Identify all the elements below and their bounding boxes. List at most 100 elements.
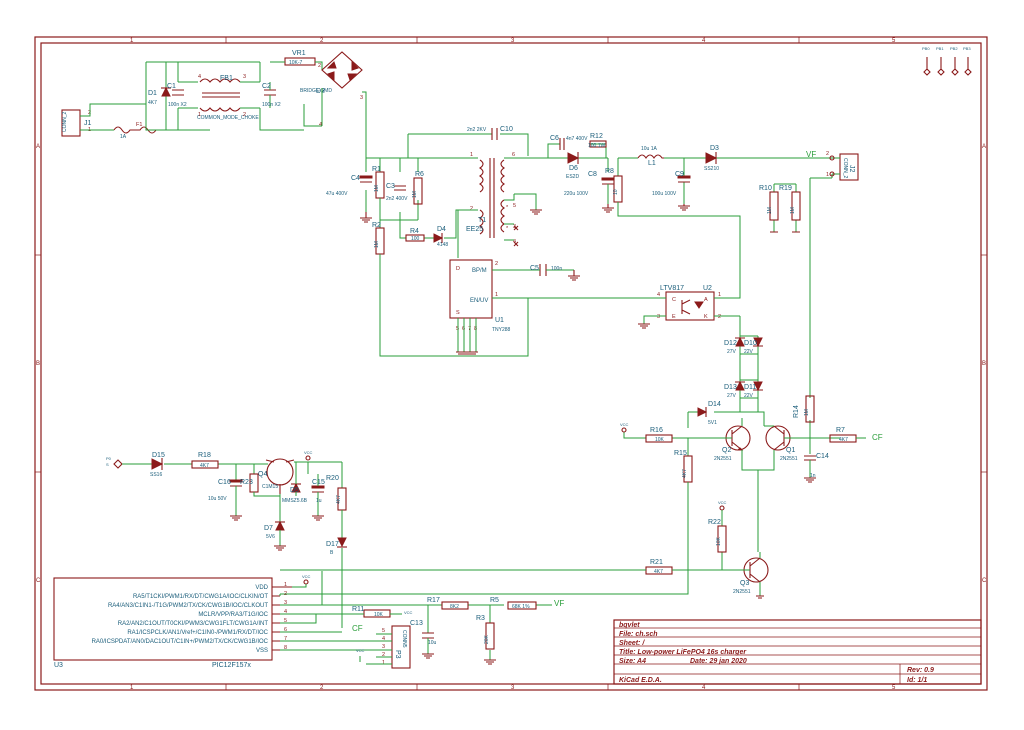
svg-text:U1: U1 <box>495 317 504 324</box>
svg-text:27V: 27V <box>727 349 737 355</box>
svg-text:2: 2 <box>382 652 385 658</box>
svg-text:3: 3 <box>360 95 363 101</box>
svg-text:CONN_2: CONN_2 <box>842 158 848 179</box>
svg-text:D12: D12 <box>724 340 737 347</box>
svg-text:Q2: Q2 <box>722 447 731 454</box>
svg-text:4n7 400V: 4n7 400V <box>566 136 588 142</box>
tb-date: Date: 29 jan 2020 <box>690 658 747 665</box>
svg-text:EE25: EE25 <box>466 226 483 233</box>
svg-text:BRIDGE-SMD: BRIDGE-SMD <box>300 88 332 94</box>
svg-text:4: 4 <box>657 292 660 298</box>
tb-sheet: Sheet: / <box>619 640 645 647</box>
svg-text:22V: 22V <box>744 393 754 399</box>
svg-text:C5: C5 <box>530 265 539 272</box>
svg-text:P3: P3 <box>394 650 401 659</box>
svg-text:C13: C13 <box>410 620 423 627</box>
svg-text:1n: 1n <box>810 473 816 479</box>
svg-text:2: 2 <box>284 591 287 597</box>
secondary-section: C6 4n7 400V R12 100 1W D6 ES2D C8 220u 1… <box>547 133 859 398</box>
svg-text:4: 4 <box>319 122 322 128</box>
svg-text:C3: C3 <box>386 183 395 190</box>
tb-size: Size: A4 <box>619 658 646 665</box>
col-label-3b: 3 <box>511 685 515 691</box>
svg-text:C10: C10 <box>500 126 513 133</box>
svg-text:F1: F1 <box>136 122 142 128</box>
col-label-5: 5 <box>892 38 896 44</box>
svg-text:D3: D3 <box>710 145 719 152</box>
tb-title: Title: Low-power LiFePO4 16s charger <box>619 649 747 656</box>
svg-text:1M: 1M <box>804 409 810 416</box>
col-label-3: 3 <box>511 38 515 44</box>
svg-text:PB0: PB0 <box>922 46 930 51</box>
mcu-body <box>53 577 273 661</box>
svg-text:J2: J2 <box>848 165 855 173</box>
svg-text:220u 100V: 220u 100V <box>564 191 589 197</box>
svg-text:4: 4 <box>284 609 287 615</box>
mcu-section: U3 PIC12F157x VDD RA5/T1CKI/PWM1/RX/DT/C… <box>53 571 564 669</box>
svg-text:5V6: 5V6 <box>266 534 275 540</box>
svg-text:VF: VF <box>554 599 564 608</box>
svg-text:R18: R18 <box>198 452 211 459</box>
svg-text:VR1: VR1 <box>292 50 306 57</box>
svg-text:10K-7: 10K-7 <box>289 60 303 66</box>
svg-text:3: 3 <box>243 74 246 80</box>
svg-text:4K7: 4K7 <box>682 469 688 478</box>
svg-text:R19: R19 <box>779 185 792 192</box>
svg-text:PB2: PB2 <box>950 46 958 51</box>
svg-text:VF: VF <box>806 150 816 159</box>
svg-text:R12: R12 <box>590 133 603 140</box>
svg-text:6: 6 <box>284 627 287 633</box>
svg-text:1: 1 <box>718 292 721 298</box>
svg-text:CONN_2: CONN_2 <box>62 111 68 132</box>
svg-text:10K: 10K <box>655 437 665 443</box>
svg-text:R1: R1 <box>372 166 381 173</box>
svg-text:K: K <box>704 314 708 320</box>
svg-text:VCC: VCC <box>718 500 727 505</box>
svg-text:Q1: Q1 <box>786 447 795 454</box>
svg-text:1: 1 <box>495 292 498 298</box>
svg-text:E: E <box>672 314 676 320</box>
tb-rev: Rev: 0.9 <box>907 667 934 674</box>
svg-text:RA2/AN2/C1OUT/T0CKI/PWM3/CWG1F: RA2/AN2/C1OUT/T0CKI/PWM3/CWG1FLT/CWG1A/I… <box>118 621 269 627</box>
row-label-a: A <box>36 144 40 150</box>
svg-text:R6: R6 <box>415 171 424 178</box>
svg-text:U2: U2 <box>703 285 712 292</box>
svg-text:6: 6 <box>512 152 515 158</box>
svg-text:4K7: 4K7 <box>200 463 209 469</box>
svg-text:C16: C16 <box>218 479 231 486</box>
svg-text:C2: C2 <box>262 83 271 90</box>
svg-text:VDD: VDD <box>255 585 268 591</box>
svg-text:2: 2 <box>470 206 473 212</box>
svg-text:68K 1%: 68K 1% <box>512 604 530 610</box>
svg-text:R4: R4 <box>410 228 419 235</box>
title-block: bqvlet File: ch.sch Sheet: / Title: Low-… <box>613 619 982 685</box>
svg-text:2: 2 <box>718 314 721 320</box>
svg-text:1M: 1M <box>790 207 796 214</box>
svg-text:D17: D17 <box>326 541 339 548</box>
svg-text:LTV817: LTV817 <box>660 285 684 292</box>
svg-text:RA4/AN3/C1IN1-/T1G/PWM2/TX/CK/: RA4/AN3/C1IN1-/T1G/PWM2/TX/CK/CWG1B/IOC/… <box>108 603 268 609</box>
svg-text:D14: D14 <box>708 401 721 408</box>
svg-text:1: 1 <box>198 112 201 118</box>
svg-text:4148: 4148 <box>437 242 448 248</box>
svg-text:3: 3 <box>382 644 385 650</box>
svg-text:D2: D2 <box>316 88 325 95</box>
svg-text:C1: C1 <box>167 83 176 90</box>
aux-supply-section: P0 S D15 SS16 R18 4K7 Q4 VCC C16 10u 50V… <box>106 450 347 628</box>
row-label-b: B <box>36 361 40 367</box>
svg-text:RA1/ICSPCLK/AN1/Vref+/C1IN0-/P: RA1/ICSPCLK/AN1/Vref+/C1IN0-/PWM1/RX/DT/… <box>127 630 268 636</box>
svg-text:D13: D13 <box>724 384 737 391</box>
svg-text:C: C <box>672 297 676 303</box>
inner-frame <box>40 42 982 685</box>
svg-text:D10: D10 <box>744 340 757 347</box>
svg-text:2N2551: 2N2551 <box>714 456 732 462</box>
svg-text:D5: D5 <box>290 487 299 494</box>
svg-text:5: 5 <box>513 203 516 209</box>
svg-text:R21: R21 <box>650 559 663 566</box>
svg-text:C6: C6 <box>550 135 559 142</box>
svg-text:D: D <box>456 266 460 272</box>
svg-text:7: 7 <box>284 636 287 642</box>
svg-text:R15: R15 <box>674 450 687 457</box>
